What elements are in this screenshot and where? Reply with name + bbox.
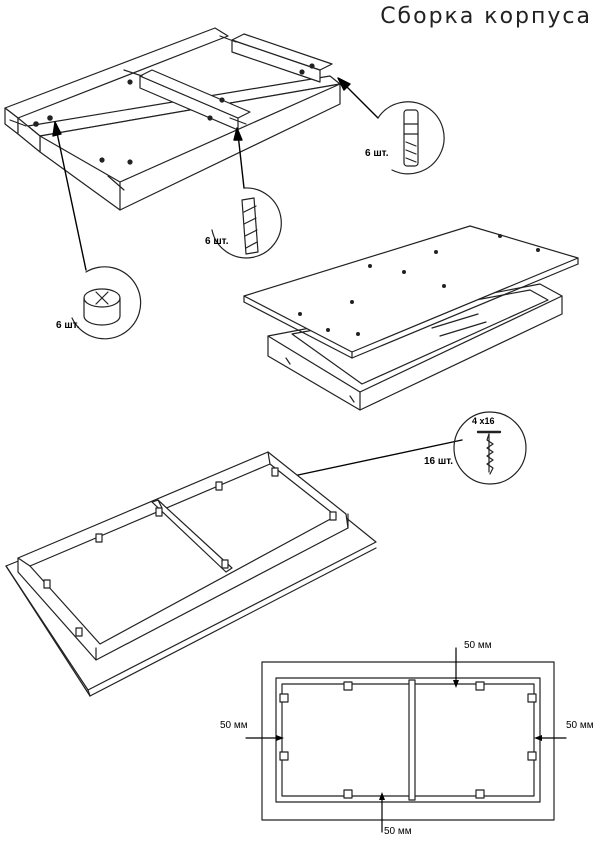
dimension-right-label: 50 мм <box>566 720 594 731</box>
plan-view-drawing <box>245 647 567 833</box>
dimension-bottom-label: 50 мм <box>384 826 412 837</box>
screw-size-label: 4 x16 <box>472 416 495 426</box>
screw-callout <box>453 411 527 485</box>
cam-lock-quantity: 6 шт. <box>56 320 80 331</box>
cam-bolt-callout <box>377 101 445 175</box>
page-title: Сборка корпуса <box>380 4 592 29</box>
top-panel-on-frame <box>243 225 579 411</box>
cam-lock-callout <box>71 266 142 340</box>
dimension-top-label: 50 мм <box>464 640 492 651</box>
screw-quantity: 16 шт. <box>424 456 454 467</box>
frame-with-brackets <box>5 451 377 697</box>
dowel-callout <box>211 187 282 259</box>
dimension-left-label: 50 мм <box>220 720 248 731</box>
dowel-quantity: 6 шт. <box>205 236 229 247</box>
cam-bolt-quantity: 6 шт. <box>365 148 389 159</box>
exploded-frame-drawing <box>4 27 341 211</box>
